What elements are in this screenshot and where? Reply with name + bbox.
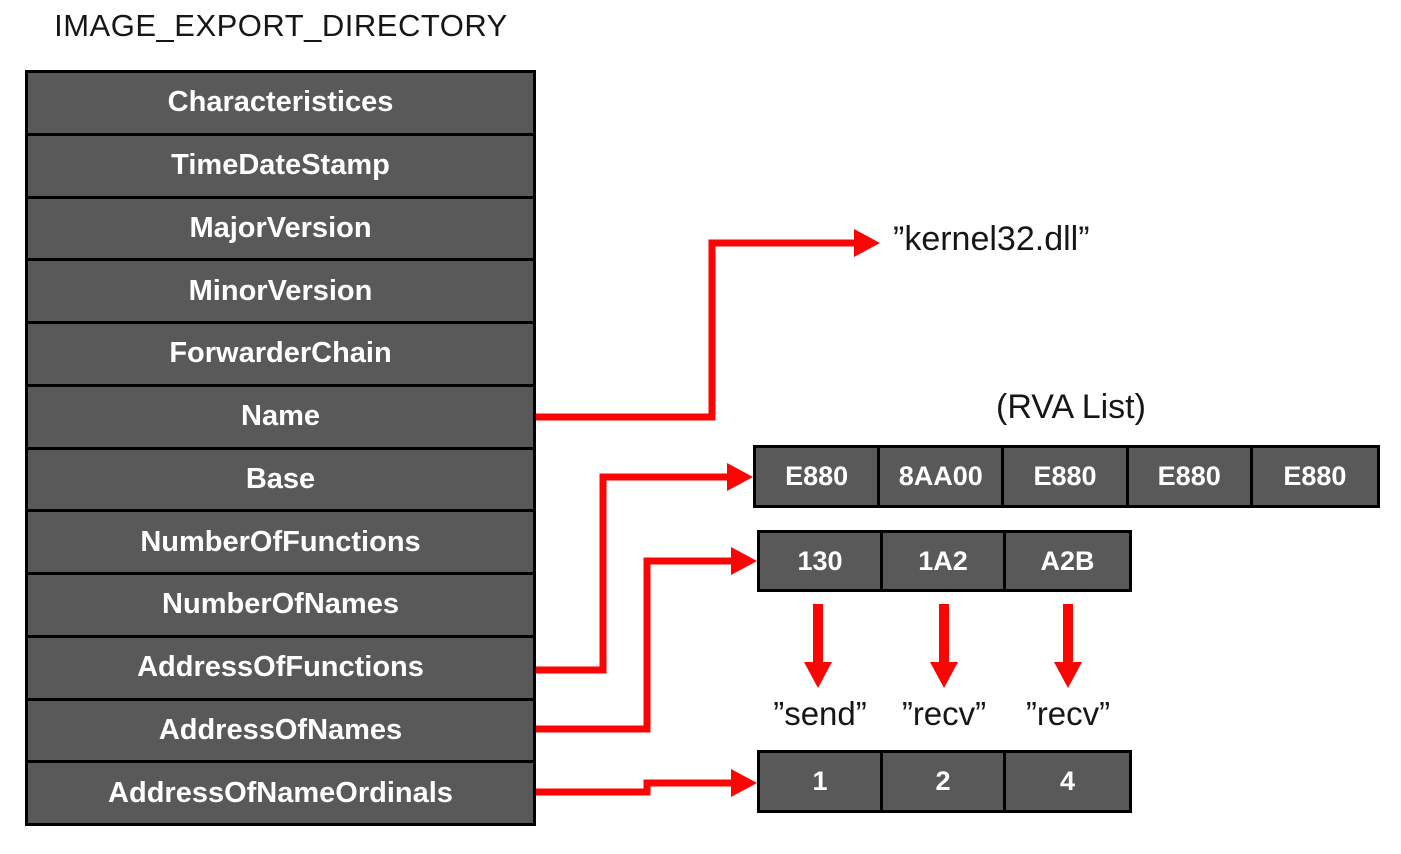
export-directory-table: Characteristices TimeDateStamp MajorVers… — [25, 70, 536, 826]
name-rva-table: 130 1A2 A2B — [757, 530, 1132, 592]
function-name-label: ”recv” — [1025, 695, 1111, 732]
name-rva-cell: A2B — [1040, 545, 1095, 576]
field-base: Base — [28, 450, 533, 513]
ordinal-table: 1 2 4 — [757, 750, 1132, 813]
name-rva-cell: 130 — [760, 533, 884, 589]
function-rva-cell: E880 — [1004, 448, 1129, 505]
ordinal-cell: 1 — [760, 753, 884, 810]
arrow-addressofnames-to-name-rvas — [536, 547, 757, 733]
field-addressoffunctions: AddressOfFunctions — [28, 638, 533, 701]
arrow-addressoffunctions-to-rva-list — [536, 463, 753, 674]
function-rva-cell: E880 — [1129, 448, 1253, 505]
arrow-addressofnameordinals-to-ordinals — [536, 769, 757, 797]
function-rva-cell: E880 — [756, 448, 881, 505]
function-rva-cell: 8AA00 — [880, 448, 1005, 505]
function-rva-table: E880 8AA00 E880 E880 E880 — [753, 445, 1380, 508]
dll-name-label: ”kernel32.dll” — [893, 220, 1090, 258]
function-name-label: ”recv” — [901, 695, 987, 732]
field-minorversion: MinorVersion — [28, 261, 533, 324]
field-characteristics: Characteristices — [28, 73, 533, 136]
ordinal-cell: 4 — [1060, 766, 1076, 796]
rva-list-caption: (RVA List) — [996, 388, 1146, 426]
field-forwarderchain: ForwarderChain — [28, 324, 533, 387]
field-numberoffunctions: NumberOfFunctions — [28, 512, 533, 575]
arrow-name-to-dllname — [536, 229, 880, 421]
field-numberofnames: NumberOfNames — [28, 575, 533, 638]
diagram-title: IMAGE_EXPORT_DIRECTORY — [54, 8, 508, 43]
field-addressofnameordinals: AddressOfNameOrdinals — [108, 776, 453, 809]
field-majorversion: MajorVersion — [28, 199, 533, 262]
name-rva-cell: 1A2 — [883, 533, 1007, 589]
ordinal-cell: 2 — [883, 753, 1007, 810]
function-name-label: ”send” — [773, 695, 867, 732]
field-timedatestamp: TimeDateStamp — [28, 136, 533, 199]
function-rva-cell: E880 — [1283, 461, 1347, 491]
field-name: Name — [28, 387, 533, 450]
field-addressofnames: AddressOfNames — [28, 701, 533, 764]
